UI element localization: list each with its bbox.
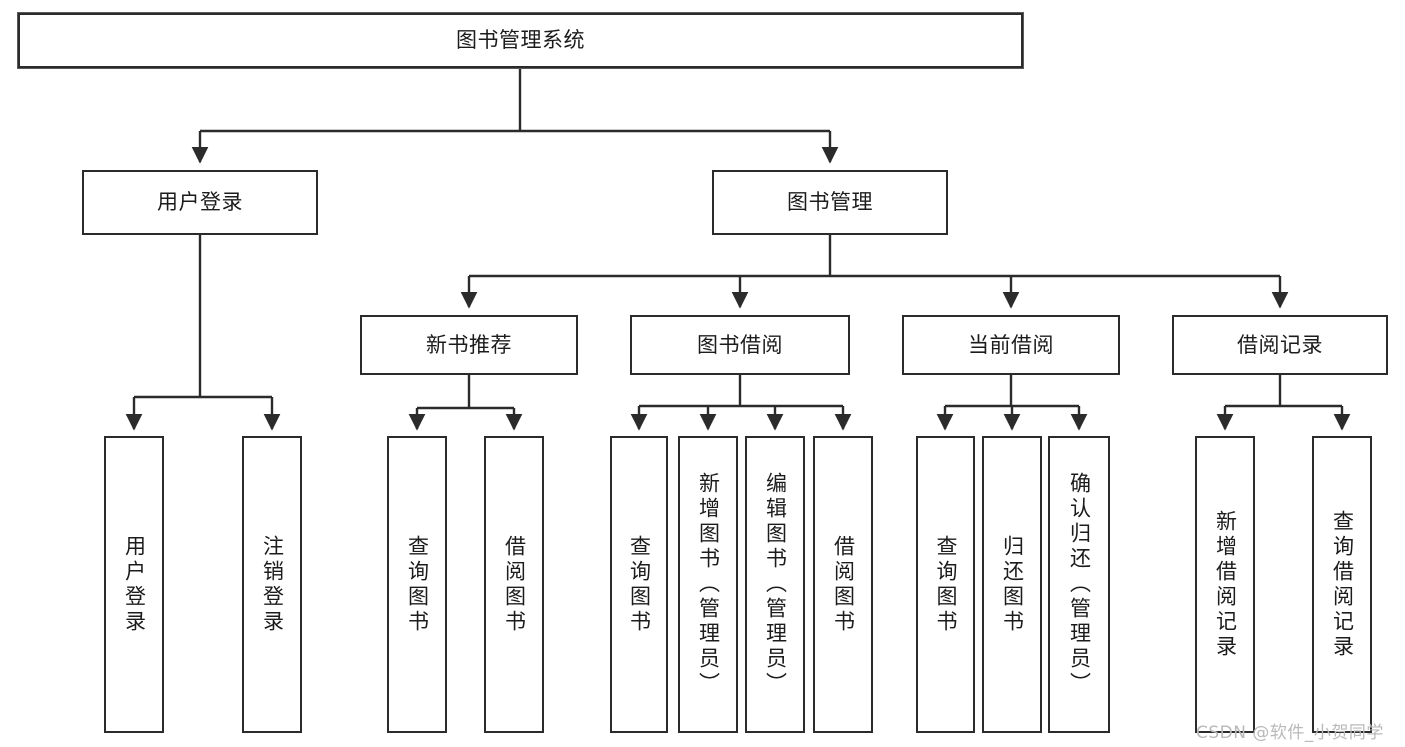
node-label: 借阅记录 [1237,332,1323,357]
node-label: 图书管理系统 [456,28,585,53]
node-root-system[interactable]: 图书管理系统 [18,13,1023,68]
node-label: 注销登录 [260,534,285,635]
leaf-logout[interactable]: 注销登录 [242,436,302,733]
node-label: 用户登录 [122,534,147,635]
node-label: 图书管理 [787,190,873,215]
leaf-confirm-return-admin[interactable]: 确认归还（管理员） [1048,436,1110,733]
node-label: 查询借阅记录 [1330,509,1355,660]
node-book-borrow[interactable]: 图书借阅 [630,315,850,375]
node-label: 用户登录 [157,190,243,215]
node-label: 当前借阅 [968,332,1054,357]
leaf-borrow-book[interactable]: 借阅图书 [813,436,873,733]
node-label: 查询图书 [405,534,430,635]
leaf-query-book-recommend[interactable]: 查询图书 [387,436,447,733]
leaf-query-book-borrow[interactable]: 查询图书 [610,436,668,733]
leaf-edit-book-admin[interactable]: 编辑图书（管理员） [745,436,805,733]
leaf-query-borrow-record[interactable]: 查询借阅记录 [1312,436,1372,733]
node-label: 确认归还（管理员） [1067,472,1092,697]
node-user-login[interactable]: 用户登录 [82,170,318,235]
node-label: 新书推荐 [426,332,512,357]
node-label: 借阅图书 [831,534,856,635]
node-label: 借阅图书 [502,534,527,635]
leaf-user-login[interactable]: 用户登录 [104,436,164,733]
node-label: 新增图书（管理员） [696,472,721,697]
node-label: 新增借阅记录 [1213,509,1238,660]
node-label: 图书借阅 [697,332,783,357]
csdn-watermark: CSDN @软件_小贺同学 [1196,723,1384,743]
node-label: 查询图书 [627,534,652,635]
node-borrow-record[interactable]: 借阅记录 [1172,315,1388,375]
leaf-add-book-admin[interactable]: 新增图书（管理员） [678,436,738,733]
node-book-management[interactable]: 图书管理 [712,170,948,235]
leaf-add-borrow-record[interactable]: 新增借阅记录 [1195,436,1255,733]
node-new-book-recommend[interactable]: 新书推荐 [360,315,578,375]
node-label: 查询图书 [934,534,958,635]
leaf-borrow-book-recommend[interactable]: 借阅图书 [484,436,544,733]
node-label: 归还图书 [1000,534,1025,635]
node-label: 编辑图书（管理员） [763,472,788,697]
leaf-return-book[interactable]: 归还图书 [982,436,1042,733]
leaf-query-book-current[interactable]: 查询图书 [916,436,975,733]
node-current-borrow[interactable]: 当前借阅 [902,315,1120,375]
